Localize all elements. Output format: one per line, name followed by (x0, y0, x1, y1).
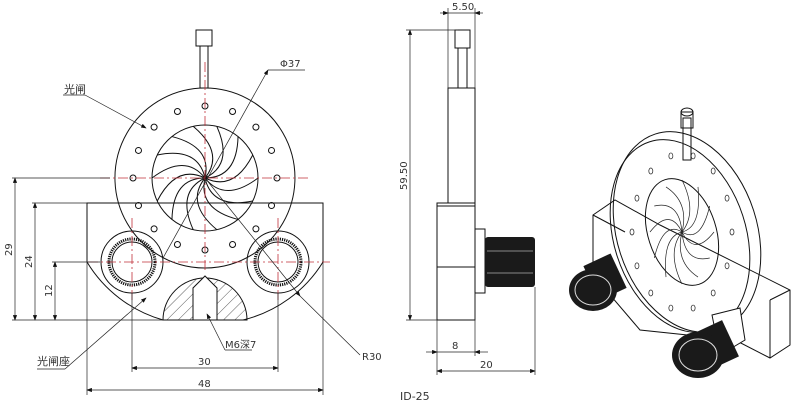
side-knob (485, 237, 535, 287)
svg-text:48: 48 (198, 379, 211, 390)
iris-blade (186, 177, 206, 230)
drawing-id: ID-25 (400, 390, 430, 403)
ring-hole (252, 225, 260, 233)
iris-blade (171, 177, 206, 220)
ring-hole (229, 241, 237, 249)
svg-text:8: 8 (452, 341, 458, 352)
iris-blade (171, 136, 207, 179)
ring-hole (252, 123, 260, 131)
label-diameter: Φ37 (280, 59, 301, 70)
m6-thread-hole (192, 275, 218, 321)
ring-hole (173, 107, 181, 115)
ring-hole (150, 123, 158, 131)
iris-blade (196, 177, 218, 231)
rod-cap (195, 29, 213, 47)
ring-hole (268, 146, 276, 154)
iris-blade (204, 136, 239, 179)
dim-24: 24 (24, 202, 87, 321)
dim-12: 12 (44, 261, 100, 321)
iris-ring (114, 87, 296, 269)
ring-hole (134, 202, 142, 210)
svg-text:12: 12 (44, 284, 55, 297)
svg-text:59.50: 59.50 (399, 161, 410, 190)
rod (199, 45, 209, 89)
iris-blade (204, 126, 224, 179)
iris-blade (204, 177, 253, 204)
dim-5-50: 5.50 (440, 2, 483, 88)
iris-blade (156, 173, 206, 202)
dim-8: 8 (426, 293, 488, 375)
label-thread: M6深7 (225, 339, 256, 351)
ring-hole (229, 107, 237, 115)
iris-blade (204, 154, 254, 183)
dim-48: 48 (86, 262, 324, 395)
iris-blade (151, 165, 206, 179)
ring-hole (150, 225, 158, 233)
iris-blades (151, 125, 259, 231)
svg-text:5.50: 5.50 (452, 2, 474, 13)
dim-29: 29 (4, 177, 163, 321)
ring-hole (134, 146, 142, 154)
svg-text:20: 20 (480, 360, 493, 371)
iris-blade (204, 177, 259, 191)
iris-blade (192, 125, 214, 179)
label-radius: R30 (362, 352, 382, 363)
dim-20: 20 (436, 287, 536, 375)
iso-knob-left (569, 253, 627, 311)
iris-blade (203, 177, 239, 220)
ring-hole (173, 241, 181, 249)
dim-30: 30 (131, 293, 279, 372)
svg-text:24: 24 (24, 255, 35, 268)
label-iris: 光闸 (64, 82, 86, 96)
front-view: 光闸 Φ37 光闸座 M6深7 R30 29 24 (4, 29, 382, 395)
svg-text:30: 30 (198, 357, 211, 368)
label-iris-base: 光闸座 (37, 354, 70, 368)
dim-59-50: 59.50 (399, 29, 458, 321)
iris-blade (157, 152, 206, 179)
ring-hole (268, 202, 276, 210)
svg-text:29: 29 (4, 243, 15, 256)
isometric-view (569, 107, 791, 378)
iso-knob-right (672, 307, 746, 378)
side-view: 5.50 59.50 8 20 (399, 2, 536, 375)
